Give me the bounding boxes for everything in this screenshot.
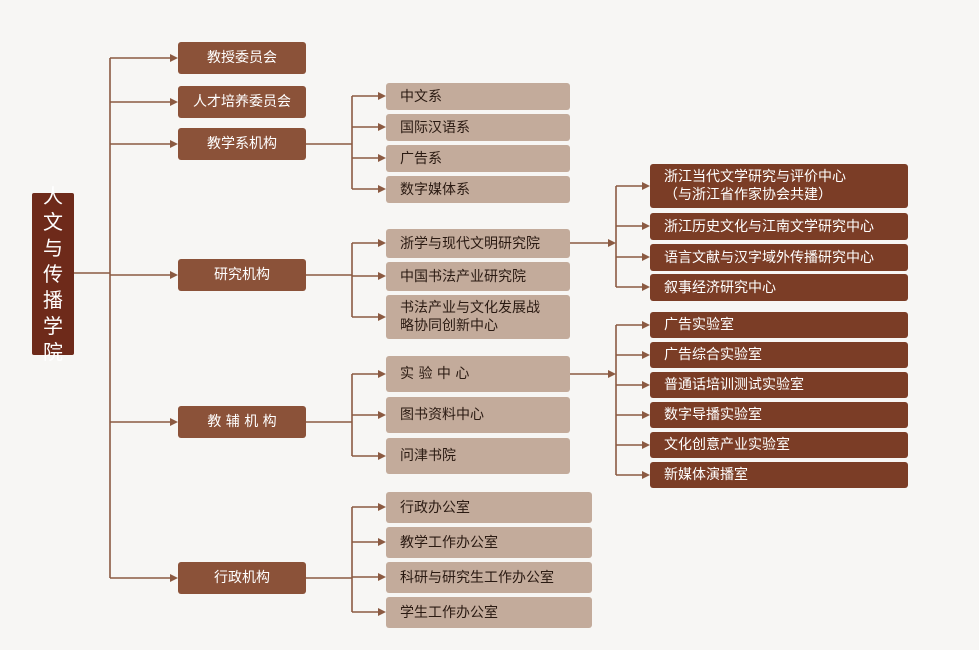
- arrowhead-31: [378, 313, 386, 321]
- node-support-institutions: 教 辅 机 构: [178, 406, 306, 438]
- dept-international-chinese: 国际汉语系: [386, 114, 570, 141]
- dept-chinese: 中文系: [386, 83, 570, 110]
- arrowhead-37: [378, 411, 386, 419]
- support-wenjin-academy: 问津书院: [386, 438, 570, 474]
- dept-advertising: 广告系: [386, 145, 570, 172]
- arrowhead-71: [642, 381, 650, 389]
- arrowhead-5: [170, 98, 178, 106]
- node-admin-institutions: 行政机构: [178, 562, 306, 594]
- center-language-documents: 语言文献与汉字域外传播研究中心: [650, 244, 908, 271]
- arrowhead-75: [642, 441, 650, 449]
- office-student-affairs: 学生工作办公室: [386, 597, 592, 628]
- arrowhead-35: [378, 370, 386, 378]
- arrowhead-57: [642, 222, 650, 230]
- arrowhead-63: [608, 370, 616, 378]
- support-lab-center: 实 验 中 心: [386, 356, 570, 392]
- arrowhead-7: [170, 140, 178, 148]
- arrowhead-45: [378, 538, 386, 546]
- root-label: 人文与传播学院: [43, 184, 63, 364]
- arrowhead-27: [378, 239, 386, 247]
- arrowhead-69: [642, 351, 650, 359]
- center-contemporary-literature: 浙江当代文学研究与评价中心 （与浙江省作家协会共建）: [650, 164, 908, 208]
- arrowhead-43: [378, 503, 386, 511]
- arrowhead-13: [170, 574, 178, 582]
- arrowhead-77: [642, 471, 650, 479]
- root-node: 人文与传播学院: [32, 184, 74, 364]
- research-calligraphy-institute: 中国书法产业研究院: [386, 262, 570, 291]
- arrowhead-39: [378, 452, 386, 460]
- node-talent-committee: 人才培养委员会: [178, 86, 306, 118]
- node-teaching-departments: 教学系机构: [178, 128, 306, 160]
- arrowhead-61: [642, 283, 650, 291]
- arrowhead-47: [378, 573, 386, 581]
- arrowhead-23: [378, 185, 386, 193]
- center-narrative-economy: 叙事经济研究中心: [650, 274, 908, 301]
- center-history-culture: 浙江历史文化与江南文学研究中心: [650, 213, 908, 240]
- arrowhead-51: [608, 239, 616, 247]
- lab-mandarin-testing: 普通话培训测试实验室: [650, 372, 908, 398]
- research-calligraphy-center: 书法产业与文化发展战 略协同创新中心: [386, 295, 570, 339]
- arrowhead-49: [378, 608, 386, 616]
- arrowhead-17: [378, 92, 386, 100]
- arrowhead-3: [170, 54, 178, 62]
- node-research-institutions: 研究机构: [178, 259, 306, 291]
- arrowhead-9: [170, 271, 178, 279]
- lab-advertising-integrated: 广告综合实验室: [650, 342, 908, 368]
- arrowhead-73: [642, 411, 650, 419]
- arrowhead-11: [170, 418, 178, 426]
- office-teaching: 教学工作办公室: [386, 527, 592, 558]
- support-library-center: 图书资料中心: [386, 397, 570, 433]
- arrowhead-67: [642, 321, 650, 329]
- dept-digital-media: 数字媒体系: [386, 176, 570, 203]
- lab-digital-broadcast: 数字导播实验室: [650, 402, 908, 428]
- office-administration: 行政办公室: [386, 492, 592, 523]
- arrowhead-19: [378, 123, 386, 131]
- node-professor-committee: 教授委员会: [178, 42, 306, 74]
- arrowhead-21: [378, 154, 386, 162]
- research-zhexue-institute: 浙学与现代文明研究院: [386, 229, 570, 258]
- arrowhead-55: [642, 182, 650, 190]
- arrowhead-29: [378, 272, 386, 280]
- office-research-graduate: 科研与研究生工作办公室: [386, 562, 592, 593]
- lab-new-media-studio: 新媒体演播室: [650, 462, 908, 488]
- lab-advertising: 广告实验室: [650, 312, 908, 338]
- lab-cultural-creative: 文化创意产业实验室: [650, 432, 908, 458]
- arrowhead-59: [642, 253, 650, 261]
